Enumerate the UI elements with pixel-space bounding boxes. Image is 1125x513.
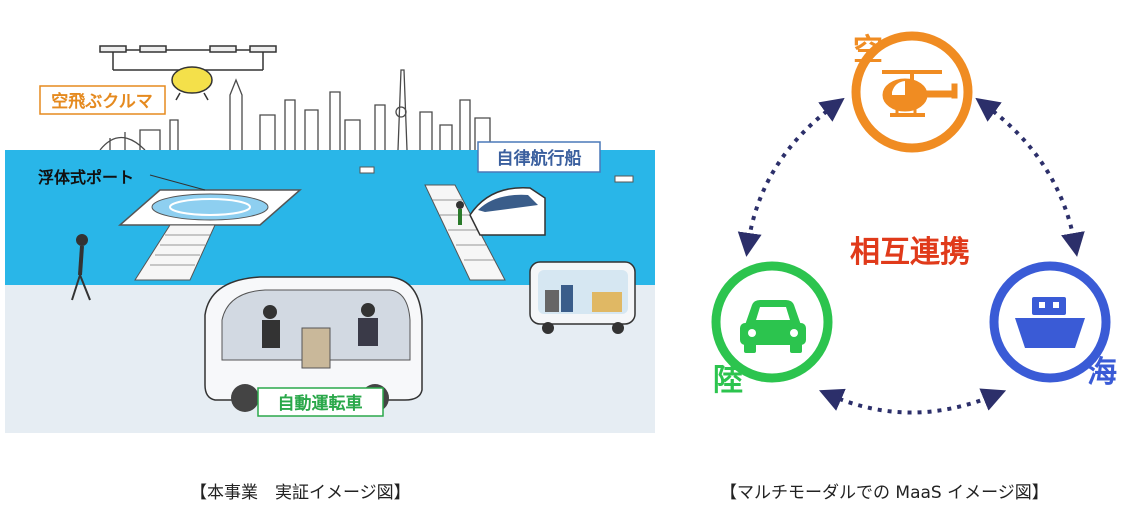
node-air-label: 空 — [853, 33, 883, 68]
city-skyline — [99, 69, 491, 151]
caption-demonstration: 【本事業 実証イメージ図】 — [190, 483, 411, 503]
floating-port — [118, 189, 302, 281]
ship-pier — [424, 184, 506, 281]
cooperation-arrows — [737, 97, 1085, 415]
autonomous-ship-illustration — [469, 186, 546, 236]
arrow-land-sea — [819, 388, 1007, 415]
label-autonomous-vehicle-text: 自動運転車 — [278, 393, 363, 414]
port-leader-line — [149, 174, 206, 191]
car-headlight-right — [790, 329, 798, 337]
caption-maas: 【マルチモーダルでの MaaS イメージ図】 — [720, 483, 1049, 503]
node-land: 陸 — [711, 261, 833, 398]
label-flying-car-text: 空飛ぶクルマ — [51, 91, 153, 112]
demonstration-scene: 空飛ぶクルマ 浮体式ポート 自律航行船 自動運転車 — [5, 45, 655, 433]
pedestrian-figure — [71, 234, 91, 301]
delivery-robot — [529, 261, 636, 334]
flying-car-drone — [99, 45, 277, 101]
car-headlight-left — [748, 329, 756, 337]
label-floating-port-text: 浮体式ポート — [38, 168, 134, 187]
maas-cooperation-diagram: 空 陸 海 相互連携 — [711, 31, 1117, 415]
helicopter-window — [892, 81, 905, 95]
label-autonomous-ship-text: 自律航行船 — [497, 148, 582, 169]
node-sea: 海 — [989, 261, 1117, 390]
node-air: 空 — [851, 31, 973, 153]
label-autonomous-vehicle: 自動運転車 — [257, 387, 384, 417]
ship-icon — [1015, 297, 1085, 348]
node-sea-label: 海 — [1087, 355, 1117, 390]
label-autonomous-ship: 自律航行船 — [477, 141, 601, 173]
node-land-label: 陸 — [713, 363, 743, 398]
ship-window-2 — [1053, 302, 1059, 308]
label-flying-car: 空飛ぶクルマ — [39, 85, 166, 115]
ship-window-1 — [1039, 302, 1045, 308]
arrow-air-land — [737, 97, 845, 257]
center-label: 相互連携 — [850, 235, 970, 270]
arrow-air-sea — [975, 97, 1085, 257]
autonomous-vehicle-illustration — [204, 276, 423, 412]
car-window — [756, 307, 790, 320]
